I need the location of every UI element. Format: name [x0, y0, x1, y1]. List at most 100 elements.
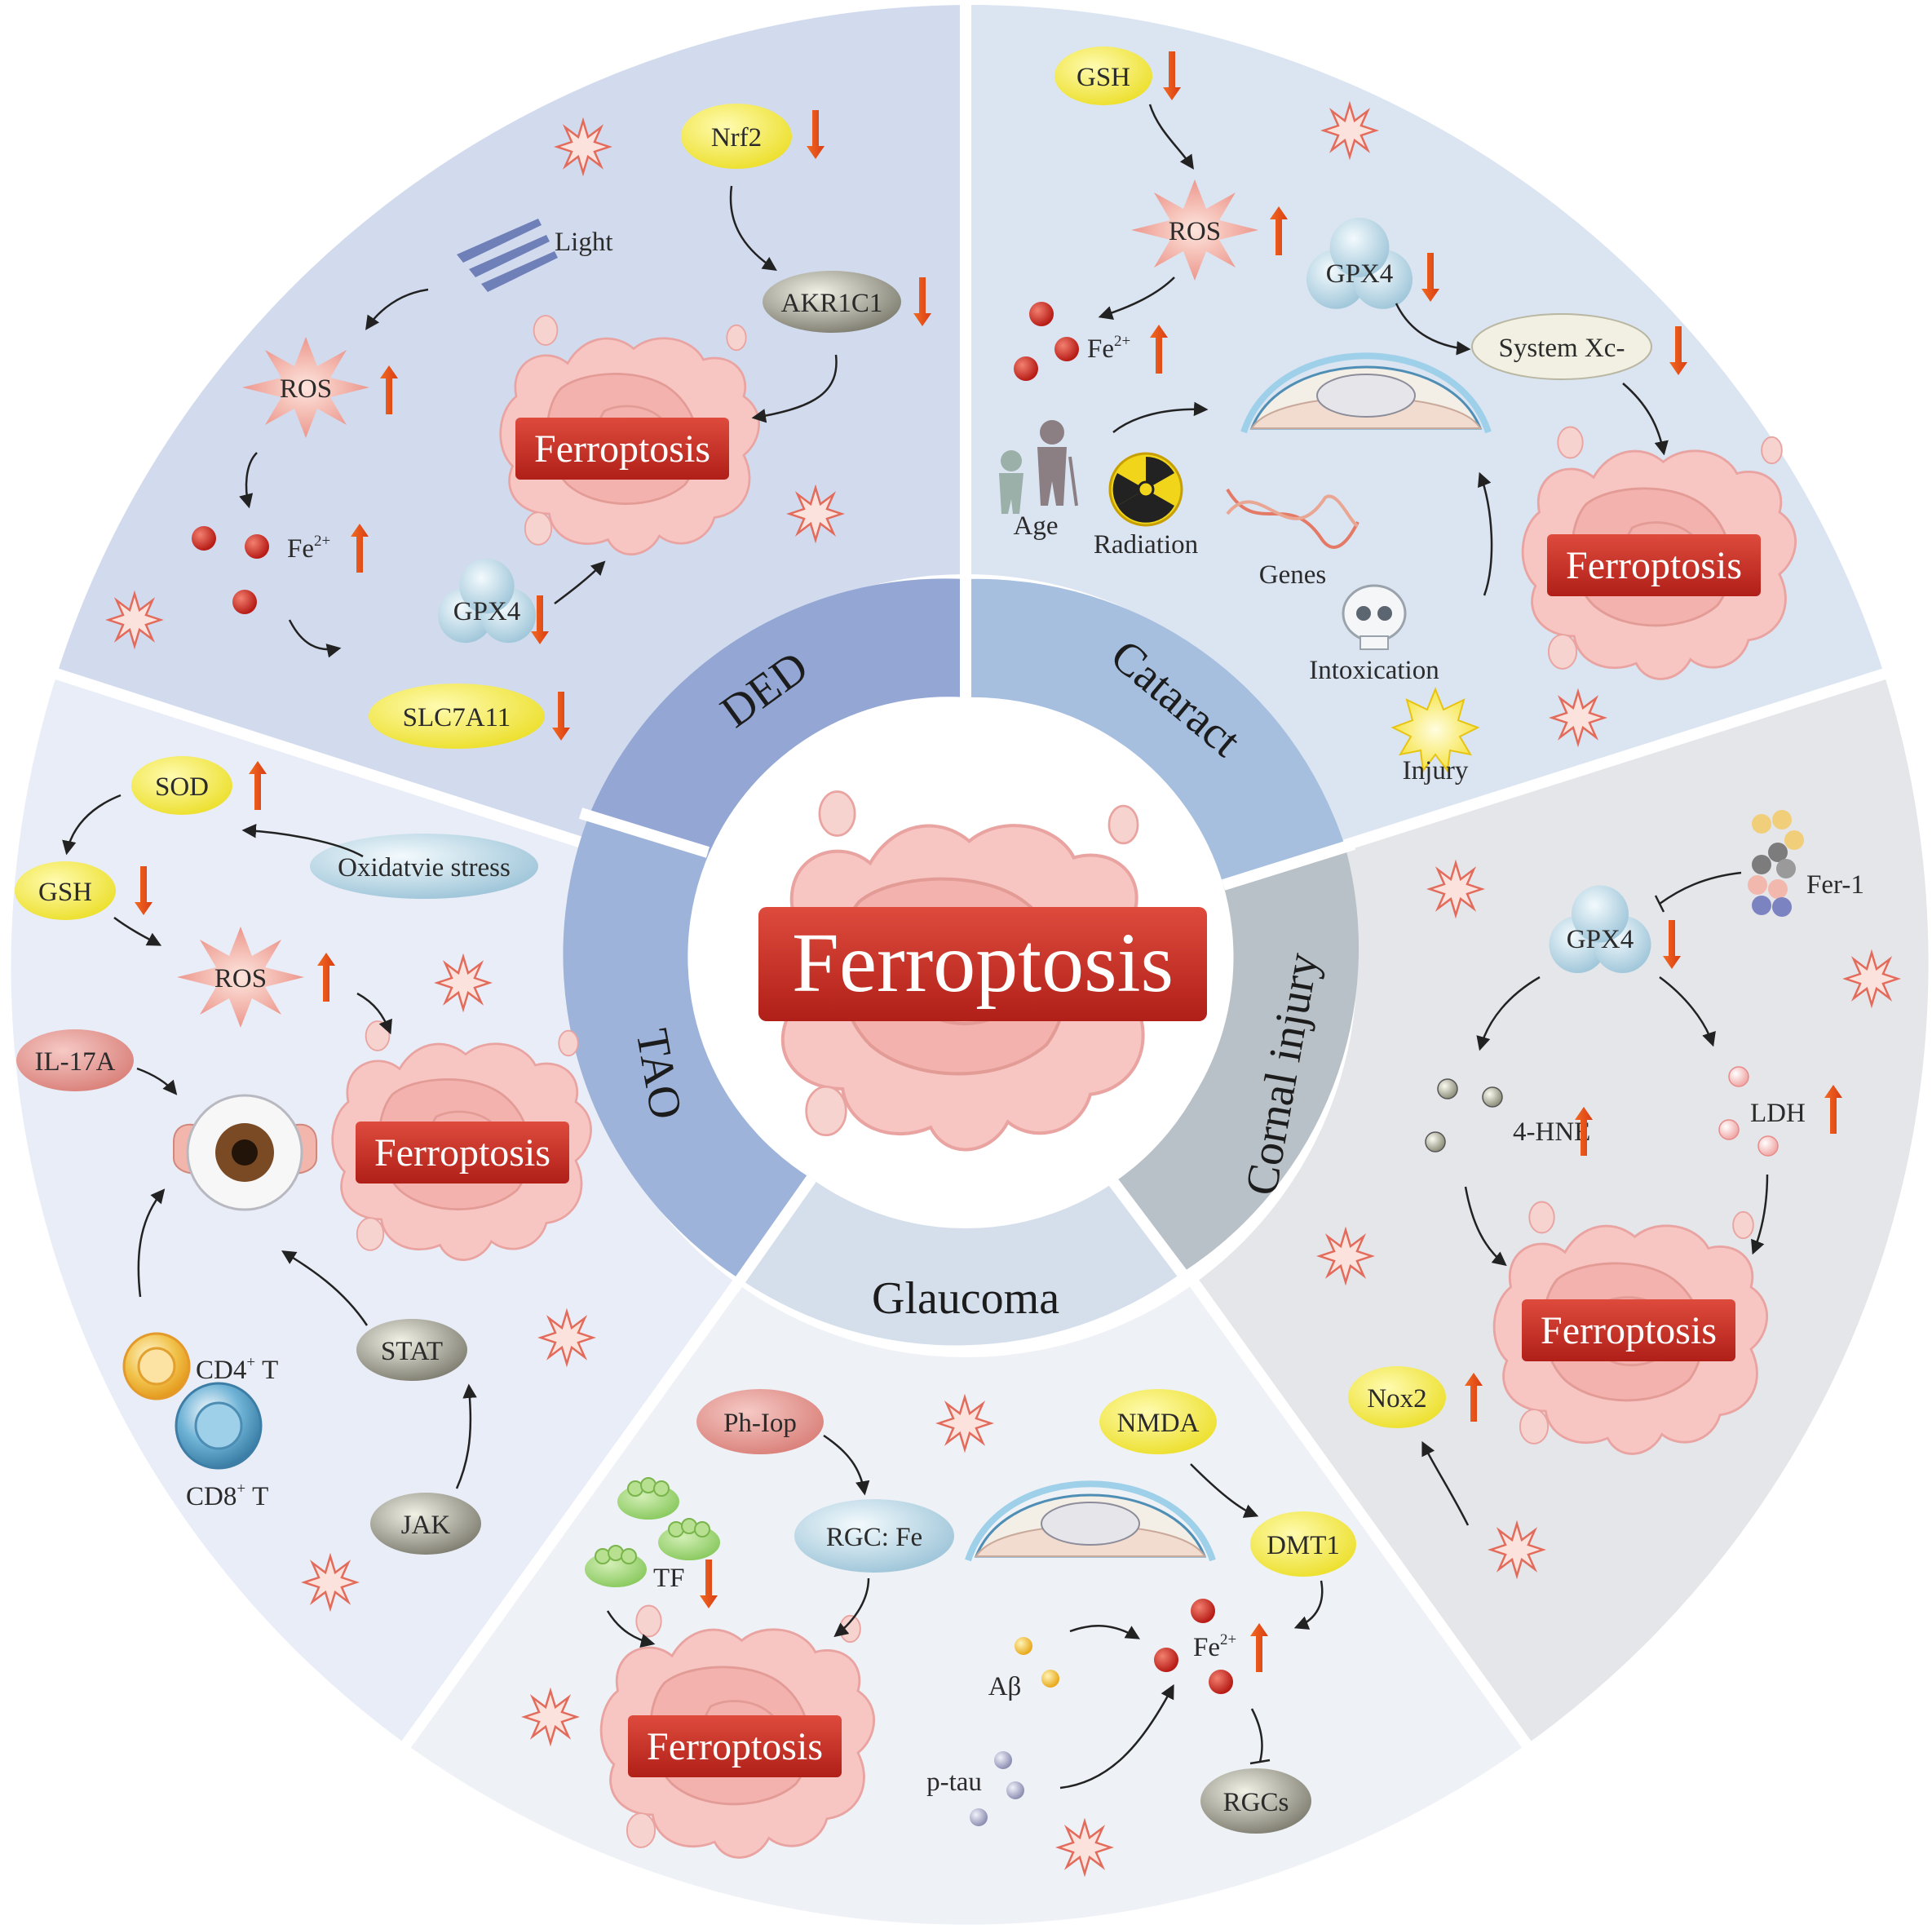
ring-segment-ded	[589, 578, 966, 852]
cataract-system-xc-node	[1471, 313, 1652, 380]
light-rays-icon	[457, 219, 558, 292]
ring-segment-corneal	[1111, 848, 1359, 1272]
glaucoma-rgcs-node	[1200, 1768, 1311, 1834]
tao-jak-label: JAK	[401, 1511, 451, 1540]
ptau-particles-icon	[970, 1751, 1024, 1826]
corneal-gpx4-label: GPX4	[1567, 925, 1634, 954]
tao-cd4-label: CD4+T	[196, 1354, 278, 1385]
tao-stat-label: STAT	[381, 1337, 443, 1366]
fe-ion-icons	[192, 526, 269, 614]
cataract-radiation-label: Radiation	[1094, 530, 1198, 560]
eyeball-icon	[173, 1094, 317, 1211]
cataract-genes-label: Genes	[1259, 560, 1326, 590]
ded-akr1c1-node	[763, 271, 901, 333]
tao-oxidative-node	[310, 834, 538, 899]
cataract-ros-label: ROS	[1169, 217, 1221, 246]
burst-icon	[1322, 103, 1377, 158]
glaucoma-rgcfe-label: RGC: Fe	[826, 1523, 922, 1552]
dna-genes-icon	[1226, 488, 1359, 549]
glaucoma-ptau-label: p-tau	[926, 1768, 982, 1797]
burst-icon	[539, 1310, 595, 1365]
center-ferroptosis-label: Ferroptosis	[792, 916, 1174, 1010]
burst-icon	[1489, 1522, 1545, 1577]
skull-icon	[1342, 584, 1407, 650]
burst-icon	[937, 1396, 993, 1451]
radiation-icon	[1108, 452, 1183, 527]
ring-segment-tao	[563, 816, 811, 1281]
glaucoma-dmt1-label: DMT1	[1267, 1531, 1340, 1560]
burst-icon	[435, 955, 491, 1011]
ded-slc7a11-node	[369, 684, 545, 749]
glaucoma-phiop-node	[696, 1389, 824, 1454]
glaucoma-fe-label: Fe2+	[1193, 1631, 1236, 1662]
abeta-particles-icon	[1015, 1637, 1059, 1688]
ded-ros-label: ROS	[280, 374, 332, 404]
glaucoma-tf-label: TF	[653, 1564, 685, 1593]
tao-ferroptosis-banner	[356, 1122, 569, 1184]
burst-icon	[1844, 951, 1899, 1007]
glaucoma-nmda-label: NMDA	[1117, 1409, 1200, 1438]
burst-icon	[555, 119, 611, 175]
tao-stat-node	[356, 1319, 467, 1381]
corneal-ferroptosis-label: Ferroptosis	[1541, 1309, 1717, 1352]
corneal-hne-label: 4-HNE	[1513, 1117, 1590, 1147]
tao-gsh-label: GSH	[38, 878, 92, 907]
burst-icon	[1550, 690, 1606, 745]
ded-ferroptosis-label: Ferroptosis	[534, 427, 710, 471]
cd8-t-cell-icon	[175, 1382, 263, 1470]
ded-nrf2-node	[681, 104, 792, 169]
tao-oxidative-label: Oxidatvie stress	[338, 853, 511, 883]
tao-jak-node	[370, 1493, 481, 1555]
ded-slc7a11-label: SLC7A11	[403, 703, 511, 732]
cataract-gsh-label: GSH	[1077, 63, 1130, 92]
ded-panel: Nrf2 AKR1C1 Light ROS Fe2+ GPX4 SLC7A11 …	[107, 104, 931, 749]
glaucoma-ferroptosis-banner	[628, 1715, 842, 1777]
sun-injury-icon	[1390, 687, 1480, 773]
ded-nrf2-label: Nrf2	[711, 123, 762, 153]
burst-icon	[107, 592, 162, 648]
cataract-gsh-node	[1054, 46, 1152, 105]
burst-icon	[788, 486, 843, 542]
ded-gpx4-label: GPX4	[453, 597, 521, 626]
glaucoma-rgcs-label: RGCs	[1223, 1788, 1289, 1817]
ded-ferroptosis-banner	[515, 418, 729, 480]
corneal-panel: Fer-1 GPX4 4-HNE LDH Ferroptosis Nox2	[1318, 810, 1899, 1577]
corneal-ldh-label: LDH	[1750, 1099, 1806, 1128]
tao-il17a-label: IL-17A	[35, 1047, 116, 1077]
ring-segment-glaucoma	[742, 1179, 1183, 1346]
glaucoma-rgcfe-node	[794, 1499, 954, 1573]
tao-ros-label: ROS	[214, 964, 267, 993]
center-ferroptosis: Ferroptosis	[758, 792, 1207, 1150]
hne-particles-icon	[1425, 1078, 1503, 1153]
burst-icon	[523, 1689, 578, 1745]
corneal-fer1-label: Fer-1	[1806, 870, 1864, 900]
burst-icon	[1057, 1820, 1112, 1875]
corneal-nox2-label: Nox2	[1367, 1384, 1426, 1414]
burst-icon	[1428, 861, 1483, 917]
glaucoma-abeta-label: Aβ	[988, 1672, 1022, 1701]
glaucoma-ferroptosis-label: Ferroptosis	[647, 1725, 823, 1768]
ldh-particles-icon	[1718, 1066, 1779, 1157]
cataract-intoxication-label: Intoxication	[1309, 656, 1439, 685]
fe-ion-icons	[1154, 1599, 1233, 1694]
ded-akr1c1-label: AKR1C1	[781, 289, 883, 318]
corneal-nox2-node	[1348, 1366, 1446, 1428]
ring-label-glaucoma: Glaucoma	[872, 1273, 1059, 1324]
age-people-icon	[999, 420, 1078, 514]
ded-fe-label: Fe2+	[287, 533, 330, 564]
tao-cd8-label: CD8+T	[186, 1480, 268, 1511]
tao-il17a-node	[16, 1029, 134, 1091]
glaucoma-nmda-node	[1099, 1389, 1217, 1454]
cataract-injury-label: Injury	[1403, 756, 1469, 785]
cataract-gpx4-label: GPX4	[1326, 259, 1394, 289]
center-ferroptosis-banner	[758, 907, 1207, 1021]
ded-light-label: Light	[555, 228, 613, 257]
tao-sod-label: SOD	[155, 772, 209, 802]
corneal-ferroptosis-banner	[1522, 1299, 1735, 1361]
burst-icon	[1318, 1228, 1373, 1284]
tao-sod-node	[131, 756, 232, 815]
cataract-ferroptosis-label: Ferroptosis	[1566, 544, 1742, 587]
cataract-ferroptosis-banner	[1547, 534, 1761, 596]
tao-ferroptosis-label: Ferroptosis	[374, 1131, 550, 1175]
